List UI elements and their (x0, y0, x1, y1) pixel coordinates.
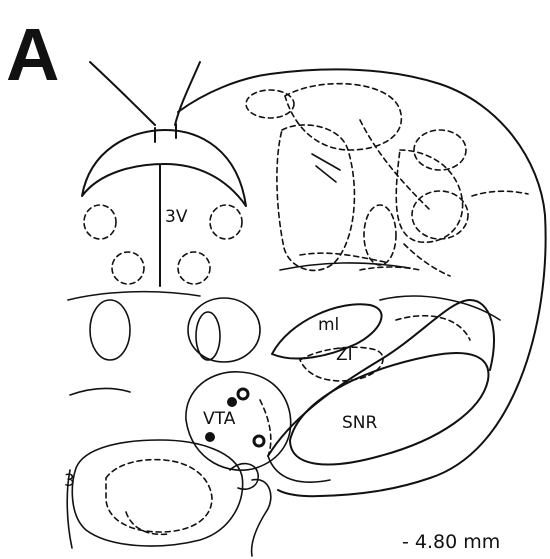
vta-outline (186, 372, 291, 470)
open-marker (254, 436, 264, 446)
filled-marker (205, 432, 215, 442)
label-snr: SNR (342, 413, 378, 433)
panel-label: A (6, 13, 59, 96)
label-vta: VTA (203, 409, 236, 429)
label-zi: ZI (336, 345, 353, 365)
hypothalamic-nuclei-circles (84, 205, 242, 284)
lower-brainstem-structures (67, 440, 271, 556)
label-ml: ml (318, 315, 339, 335)
thalamic-nuclei (246, 84, 528, 276)
label-partial-3: 3 (64, 471, 75, 491)
midbrain-structures (90, 296, 500, 381)
filled-marker (227, 397, 237, 407)
section-level-label: - 4.80 mm (402, 531, 500, 553)
label-3v: 3V (165, 207, 188, 227)
open-marker (238, 389, 248, 399)
